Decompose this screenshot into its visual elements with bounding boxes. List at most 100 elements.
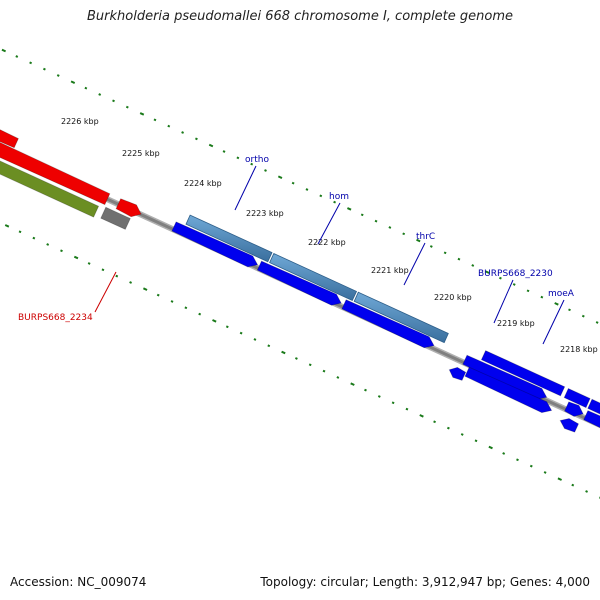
tick-mark bbox=[195, 137, 198, 141]
tick-mark bbox=[529, 464, 533, 468]
tick-mark bbox=[139, 112, 145, 116]
tick-mark bbox=[222, 150, 226, 153]
tick-mark bbox=[360, 213, 364, 217]
cds-small-2 bbox=[559, 418, 580, 433]
gene-extra bbox=[587, 398, 600, 415]
tick-mark bbox=[101, 268, 105, 272]
tick-mark bbox=[4, 224, 10, 228]
tick-mark bbox=[112, 99, 115, 103]
cds-small-1 bbox=[448, 366, 467, 381]
tick-mark bbox=[471, 264, 475, 267]
tick-mark bbox=[419, 414, 424, 418]
gene-label: thrC bbox=[416, 232, 435, 242]
gene-red-small bbox=[115, 198, 142, 218]
tick-mark bbox=[319, 194, 323, 198]
tick-label: 2219 kbp bbox=[497, 319, 535, 328]
tick-mark bbox=[388, 226, 392, 229]
label-leader-line bbox=[403, 242, 426, 286]
gene-burps668-2230 bbox=[480, 350, 566, 397]
gene-olive bbox=[0, 160, 100, 218]
label-leader-line bbox=[542, 299, 565, 345]
cds-moeA bbox=[564, 401, 584, 417]
tick-mark bbox=[526, 289, 530, 293]
tick-mark bbox=[364, 388, 367, 392]
tick-mark bbox=[125, 105, 129, 109]
label-leader-line bbox=[94, 271, 117, 313]
label-leader-line bbox=[234, 165, 257, 211]
tick-mark bbox=[512, 283, 516, 286]
tick-mark bbox=[129, 281, 133, 284]
tick-mark bbox=[429, 245, 433, 248]
tick-label: 2224 kbp bbox=[184, 179, 222, 188]
gene-label: hom bbox=[329, 192, 349, 202]
tick-mark bbox=[236, 156, 240, 160]
tick-mark bbox=[291, 181, 295, 185]
tick-mark bbox=[585, 490, 588, 493]
tick-mark bbox=[250, 162, 254, 166]
tick-label: 2221 kbp bbox=[371, 266, 409, 275]
topology-summary: Topology: circular; Length: 3,912,947 bp… bbox=[260, 575, 590, 589]
gene-burps668-2234 bbox=[100, 206, 131, 230]
tick-mark bbox=[153, 118, 157, 122]
tick-mark bbox=[333, 200, 337, 204]
tick-mark bbox=[87, 262, 91, 265]
label-leader-line bbox=[493, 279, 514, 324]
gene-hom bbox=[269, 252, 358, 302]
cds-burps668-2230 bbox=[462, 354, 548, 400]
cds-hom bbox=[256, 260, 342, 306]
tick-mark bbox=[253, 338, 257, 341]
tick-mark bbox=[115, 274, 119, 278]
tick-mark bbox=[402, 232, 406, 236]
outer-tick-track bbox=[1, 48, 599, 324]
tick-mark bbox=[1, 48, 7, 53]
gene-moeA bbox=[563, 387, 591, 409]
tick-label: 2218 kbp bbox=[560, 345, 598, 354]
gene-label: moeA bbox=[548, 289, 575, 299]
cds-extra bbox=[583, 410, 600, 429]
map-title: Burkholderia pseudomallei 668 chromosome… bbox=[86, 9, 514, 24]
tick-mark bbox=[70, 80, 76, 84]
gene-ortho bbox=[185, 214, 273, 263]
tick-label: 2222 kbp bbox=[308, 238, 346, 247]
tick-mark bbox=[498, 276, 502, 280]
gene-red-left bbox=[0, 142, 111, 206]
tick-mark bbox=[405, 407, 409, 411]
tick-label: 2225 kbp bbox=[122, 149, 160, 158]
tick-mark bbox=[543, 471, 547, 474]
tick-mark bbox=[60, 249, 63, 253]
tick-mark bbox=[239, 331, 243, 335]
gene-label: ortho bbox=[245, 155, 269, 165]
cds-ortho bbox=[171, 221, 259, 268]
tick-mark bbox=[267, 344, 271, 348]
tick-mark bbox=[181, 131, 185, 134]
tick-mark bbox=[554, 302, 559, 306]
tick-mark bbox=[32, 236, 36, 240]
tick-mark bbox=[336, 376, 340, 379]
cds-lower-1 bbox=[464, 366, 553, 414]
label-leader-line bbox=[317, 202, 341, 245]
tick-mark bbox=[502, 452, 506, 455]
tick-label: 2220 kbp bbox=[434, 293, 472, 302]
tick-mark bbox=[568, 308, 571, 312]
tick-mark bbox=[346, 207, 352, 211]
gene-features bbox=[0, 129, 600, 433]
tick-label: 2223 kbp bbox=[246, 209, 284, 218]
tick-mark bbox=[184, 306, 188, 310]
tick-mark bbox=[433, 420, 436, 424]
tick-mark bbox=[167, 124, 171, 128]
tick-mark bbox=[208, 143, 214, 148]
tick-mark bbox=[350, 382, 355, 386]
tick-mark bbox=[170, 300, 174, 303]
gene-labels: orthohomthrCBURPS668_2230moeABURPS668_22… bbox=[18, 155, 575, 345]
tick-mark bbox=[156, 293, 160, 297]
tick-mark bbox=[212, 319, 217, 323]
tick-mark bbox=[374, 219, 378, 223]
tick-mark bbox=[457, 257, 461, 261]
tick-mark bbox=[488, 445, 493, 450]
tick-mark bbox=[595, 321, 599, 324]
gene-thrC bbox=[353, 291, 449, 344]
gene-label: BURPS668_2230 bbox=[478, 269, 553, 279]
tick-mark bbox=[308, 363, 312, 367]
tick-mark bbox=[540, 295, 544, 299]
